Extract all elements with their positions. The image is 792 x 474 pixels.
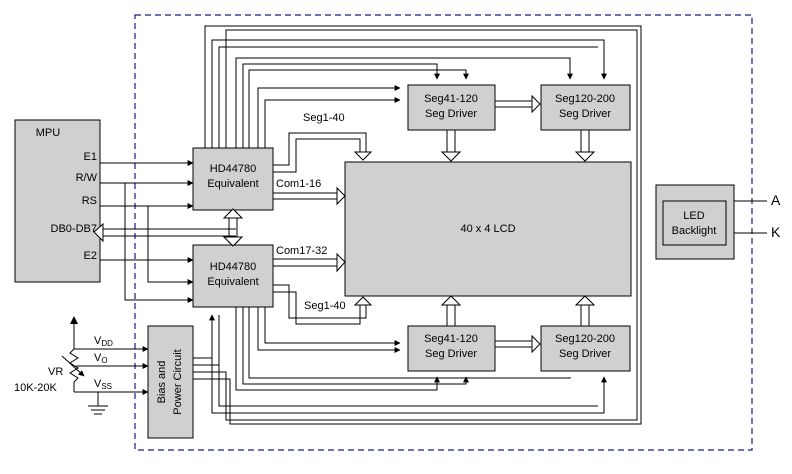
lcd-panel: 40 x 4 LCD xyxy=(344,161,632,297)
seg-driver-top-right-line1: Seg120-200 xyxy=(555,93,615,105)
vr-label: VR xyxy=(48,366,63,378)
power-circuit-block: Bias and Power Circuit xyxy=(147,325,194,439)
pin-e2-label: E2 xyxy=(84,250,97,262)
seg-driver-bottom-left-line2: Seg Driver xyxy=(425,348,477,360)
seg-driver-top-left: Seg41-120 Seg Driver xyxy=(407,84,496,131)
vdd-label: VDD xyxy=(94,335,113,348)
controller-bottom: HD44780 Equivalent xyxy=(192,244,274,308)
bus-label-com-top: Com1-16 xyxy=(276,178,321,190)
lcd-label: 40 x 4 LCD xyxy=(460,223,515,235)
seg-driver-top-left-line2: Seg Driver xyxy=(425,108,477,120)
power-supply-network: VDD VO VSS VR 10K-20K xyxy=(14,316,149,415)
mpu-title: MPU xyxy=(36,127,61,139)
backlight-line2: Backlight xyxy=(672,225,717,237)
bottom-controller-buses: Com17-32 Seg1-40 xyxy=(193,25,642,425)
controller-top: HD44780 Equivalent xyxy=(192,147,274,211)
bus-label-com-bottom: Com17-32 xyxy=(276,245,327,257)
power-circuit-line1: Bias and xyxy=(156,361,168,404)
pin-db-label: DB0-DB7 xyxy=(51,223,97,235)
controller-top-line1: HD44780 xyxy=(210,163,256,175)
controller-bottom-line2: Equivalent xyxy=(207,276,258,288)
vr-value-label: 10K-20K xyxy=(14,382,57,394)
top-controller-buses: Seg1-40 Com1-16 xyxy=(211,39,607,206)
mpu-block: MPU E1 R/W RS DB0-DB7 E2 xyxy=(14,119,101,283)
power-circuit-line2: Power Circuit xyxy=(172,349,184,414)
backlight-line1: LED xyxy=(683,210,704,222)
seg-driver-bottom-left-line1: Seg41-120 xyxy=(424,333,478,345)
backlight-anode-label: A xyxy=(771,192,781,208)
seg-driver-top-left-line1: Seg41-120 xyxy=(424,93,478,105)
bus-label-seg-bottom: Seg1-40 xyxy=(304,300,346,312)
seg-driver-top-right-line2: Seg Driver xyxy=(559,108,611,120)
seg-driver-bottom-right: Seg120-200 Seg Driver xyxy=(540,325,631,372)
seg-driver-top-right: Seg120-200 Seg Driver xyxy=(540,84,631,131)
backlight-block: LED Backlight A K xyxy=(655,184,781,260)
pin-rs-label: RS xyxy=(82,195,97,207)
bus-label-seg-top: Seg1-40 xyxy=(303,112,345,124)
vo-label: VO xyxy=(94,352,108,365)
vss-label: VSS xyxy=(94,378,112,391)
seg-driver-bottom-right-line1: Seg120-200 xyxy=(555,333,615,345)
pin-rw-label: R/W xyxy=(76,172,98,184)
controller-bottom-line1: HD44780 xyxy=(210,261,256,273)
backlight-cathode-label: K xyxy=(771,224,781,240)
seg-driver-bottom-left: Seg41-120 Seg Driver xyxy=(407,325,496,372)
driver-chain-buses xyxy=(440,94,596,354)
seg-driver-bottom-right-line2: Seg Driver xyxy=(559,348,611,360)
mpu-signal-lines xyxy=(93,160,244,303)
controller-top-line2: Equivalent xyxy=(207,178,258,190)
pin-e1-label: E1 xyxy=(84,151,97,163)
